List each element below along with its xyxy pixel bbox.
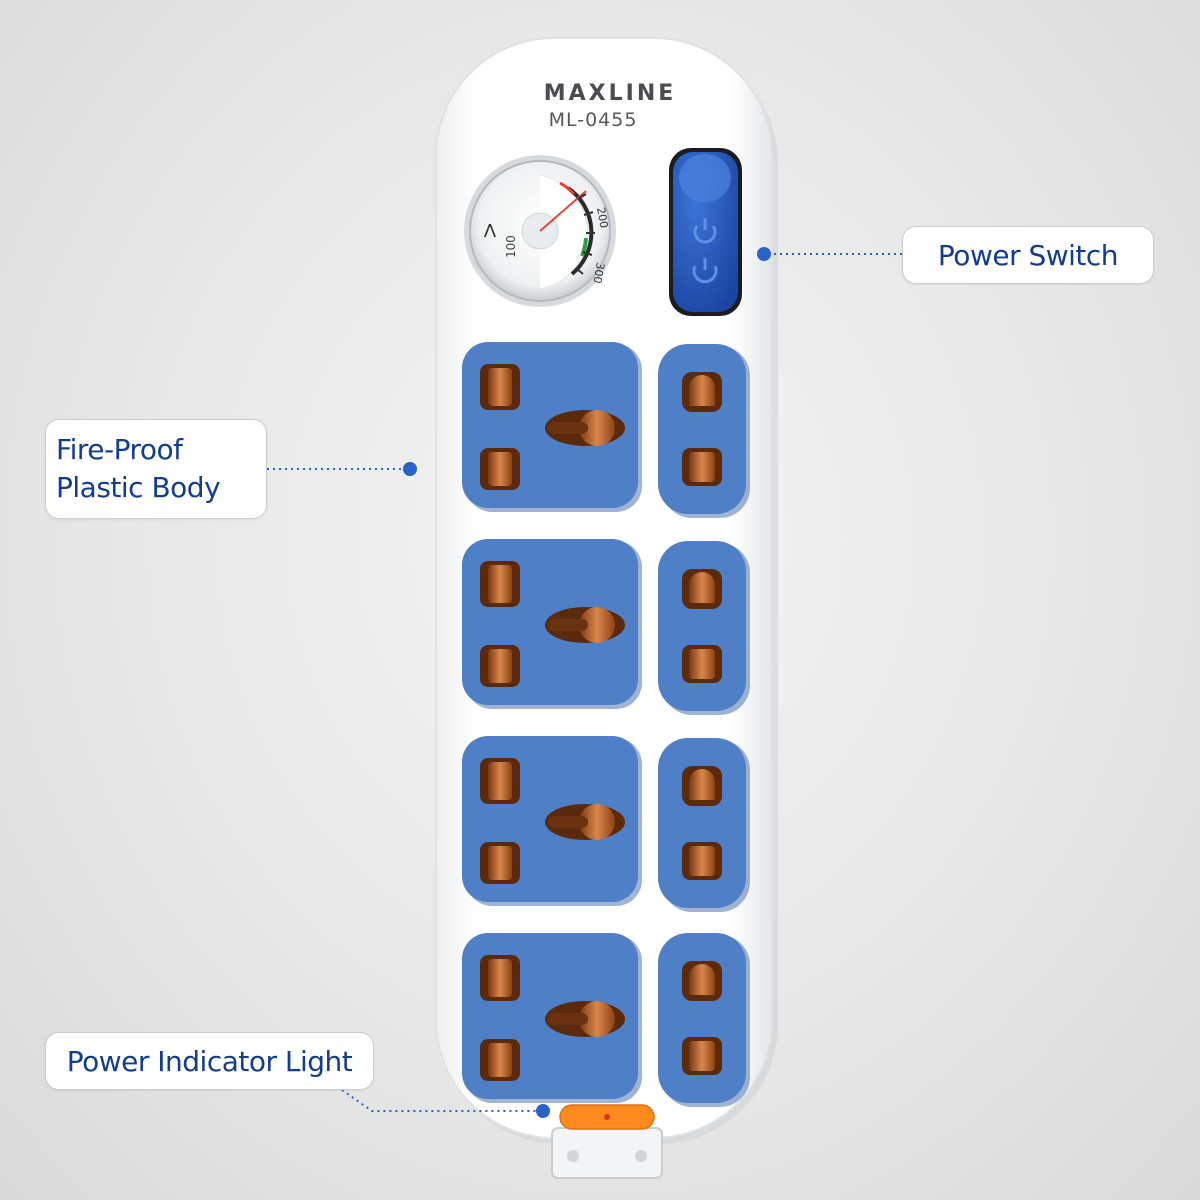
model-number: ML-0455 (549, 109, 638, 131)
voltmeter-unit: V (483, 219, 496, 240)
universal-socket[interactable] (462, 539, 642, 709)
callout-fire-proof-body: Fire-Proof Plastic Body (45, 419, 267, 519)
callout-power-switch-text: Power Switch (937, 238, 1119, 272)
power-switch[interactable] (669, 148, 742, 316)
voltmeter-gauge: V 300 200 100 (464, 155, 616, 307)
leader-dot-body (403, 462, 417, 476)
two-pin-socket[interactable] (658, 933, 750, 1107)
brand-logo: MAXLINE (544, 81, 677, 106)
universal-socket[interactable] (462, 736, 642, 906)
universal-socket[interactable] (462, 342, 642, 512)
callout-power-indicator-light: Power Indicator Light (45, 1032, 374, 1090)
universal-socket[interactable] (462, 933, 642, 1103)
leader-dot-switch (757, 247, 771, 261)
voltmeter-scale-200: 200 (594, 206, 610, 229)
power-icon (692, 218, 718, 284)
voltmeter-scale-100: 100 (504, 235, 518, 258)
leader-dot-light (536, 1104, 550, 1118)
two-pin-socket[interactable] (658, 541, 750, 715)
callout-power-indicator-light-text: Power Indicator Light (66, 1044, 353, 1078)
voltmeter-scale-300: 300 (590, 261, 606, 284)
power-indicator-light (559, 1104, 655, 1130)
two-pin-socket[interactable] (658, 344, 750, 518)
callout-power-switch: Power Switch (902, 226, 1154, 284)
outlet-grid (462, 342, 750, 1107)
two-pin-socket[interactable] (658, 738, 750, 912)
callout-fire-proof-body-text: Fire-Proof Plastic Body (56, 433, 221, 504)
callout-leaders (267, 247, 902, 1118)
